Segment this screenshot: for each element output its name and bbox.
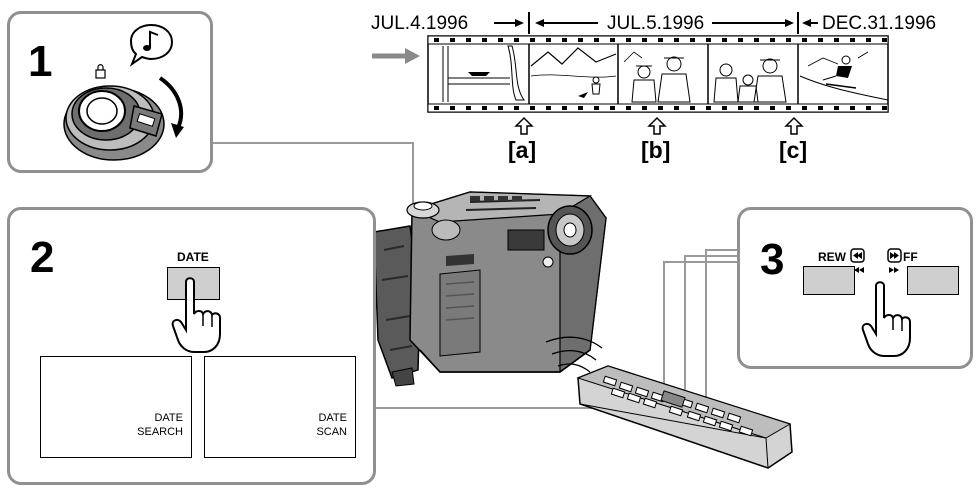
step1-panel: 1 (7, 11, 213, 173)
date-search-text: DATE SEARCH (137, 411, 183, 439)
pressing-hand-icon (170, 274, 250, 354)
ff-label: FF (903, 251, 918, 263)
date-search-line1: DATE (137, 411, 183, 425)
step2-panel: 2 DATE DATE SEARCH DATE SCAN (7, 207, 376, 485)
pressing-hand-icon-2 (860, 280, 930, 360)
date-button-label: DATE (177, 251, 209, 263)
step3-panel: 3 REW FF (737, 207, 973, 369)
step3-number: 3 (760, 238, 784, 282)
date-scan-line1: DATE (316, 411, 347, 425)
rew-label: REW (818, 251, 846, 263)
date-scan-text: DATE SCAN (316, 411, 347, 439)
date-search-screen: DATE SEARCH (40, 356, 192, 458)
rew-button[interactable] (803, 266, 855, 295)
step2-number: 2 (30, 236, 54, 280)
date-scan-line2: SCAN (316, 425, 347, 439)
date-search-line2: SEARCH (137, 425, 183, 439)
power-dial-illustration (10, 14, 210, 174)
date-scan-screen: DATE SCAN (204, 356, 356, 458)
